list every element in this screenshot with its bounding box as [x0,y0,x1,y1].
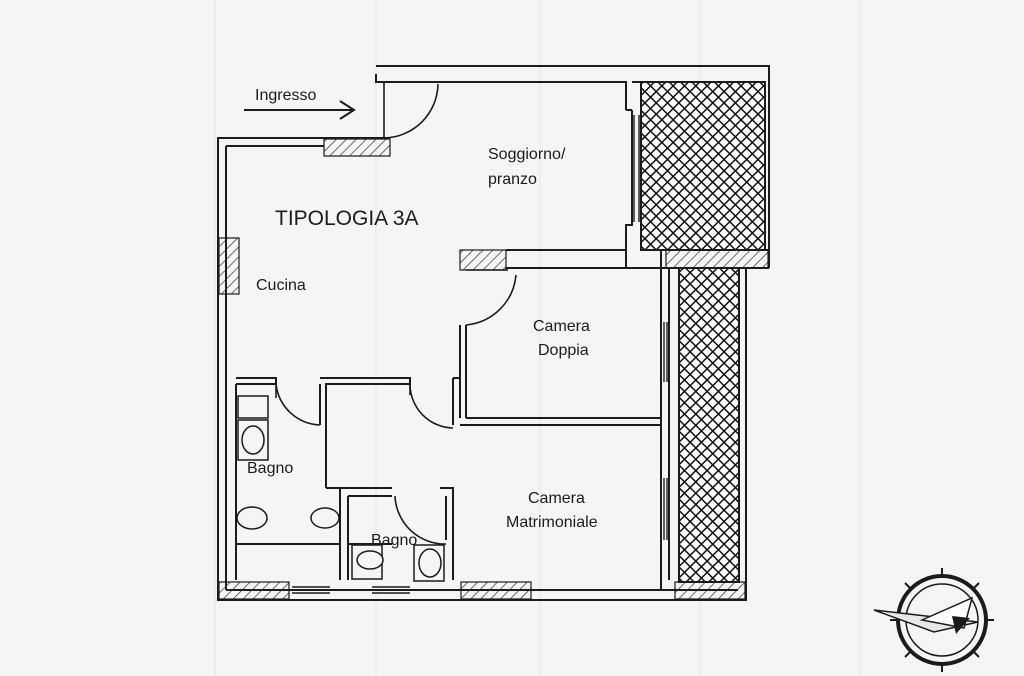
camera-doppia-label-2: Doppia [538,342,589,359]
terrace-top [640,81,766,251]
compass-rose-icon [873,568,994,672]
entrance-arrow [244,100,356,120]
entrance-label: Ingresso [255,87,316,104]
cucina-label: Cucina [256,277,306,294]
bagno-2-label: Bagno [371,532,417,549]
terrace-side [678,267,740,583]
soggiorno-label-2: pranzo [488,171,537,188]
bagno-1-label: Bagno [247,460,293,477]
interior-walls [235,249,661,580]
soggiorno-label-1: Soggiorno/ [488,146,566,163]
plan-title: TIPOLOGIA 3A [275,207,419,230]
door-swings [275,82,517,545]
wall-hatches [218,138,769,600]
fixtures [236,395,445,582]
camera-doppia-label-1: Camera [533,318,590,335]
camera-matrimoniale-label-1: Camera [528,490,585,507]
camera-matrimoniale-label-2: Matrimoniale [506,514,598,531]
outer-walls [217,65,770,601]
windows [292,115,668,594]
